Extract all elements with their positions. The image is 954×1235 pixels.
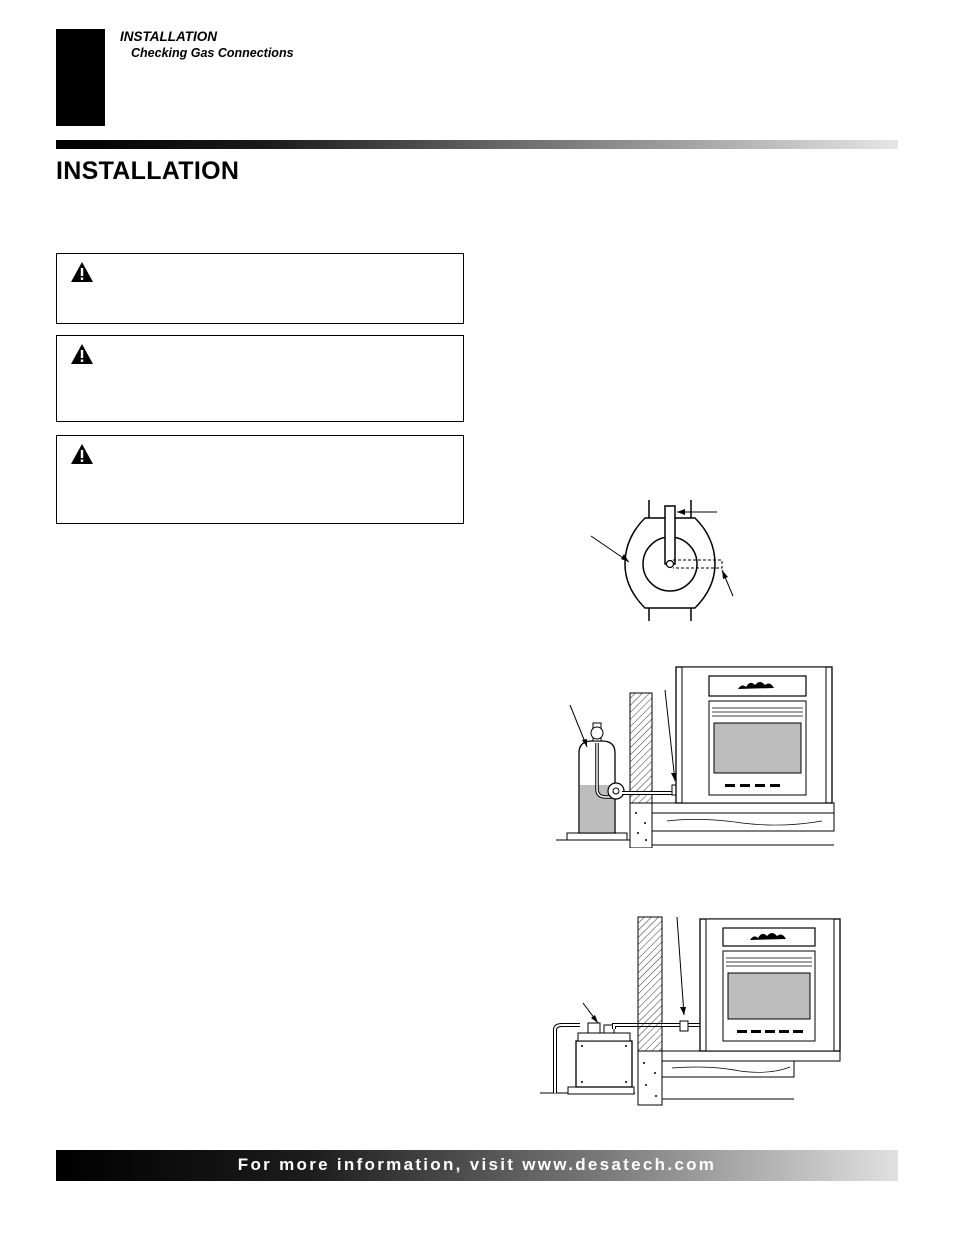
lp-tank-connection-diagram xyxy=(556,666,835,848)
footer-text: For more information, visit www.desatech… xyxy=(237,1155,717,1174)
warning-box-2 xyxy=(56,335,464,422)
header-section: INSTALLATION xyxy=(120,29,217,44)
page-title: INSTALLATION xyxy=(56,157,240,185)
header-gradient-bar xyxy=(56,140,898,149)
warning-box-1 xyxy=(56,253,464,324)
valve-diagram xyxy=(590,500,734,621)
footer-bar: For more information, visit www.desatech… xyxy=(56,1150,898,1181)
warning-triangle-icon xyxy=(71,262,93,282)
warning-triangle-icon xyxy=(71,444,93,464)
warning-box-3 xyxy=(56,435,464,524)
header-subsection: Checking Gas Connections xyxy=(131,46,294,60)
warning-triangle-icon xyxy=(71,344,93,364)
section-tab-marker xyxy=(56,29,105,126)
natural-gas-meter-connection-diagram xyxy=(540,916,841,1106)
